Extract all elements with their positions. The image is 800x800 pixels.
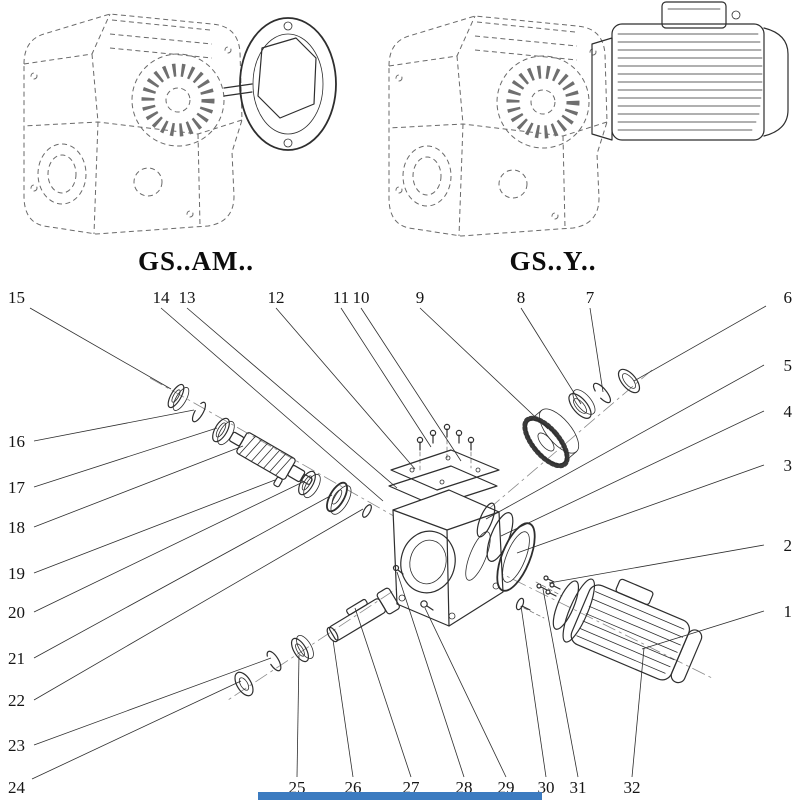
gsy-gearbox-phantom [389,16,607,236]
leader-line-18 [33,445,244,528]
leader-line-17 [33,427,218,488]
callout-number-10: 10 [353,288,370,307]
callout-number-18: 18 [8,518,25,537]
fastener-parts [392,564,563,619]
leader-line-24 [31,680,242,780]
output-shaft [326,587,400,643]
callout-number-21: 21 [8,649,25,668]
leader-line-22 [33,508,364,701]
gear-parts [522,368,641,469]
leader-line-16 [33,409,195,442]
callout-number-14: 14 [153,288,171,307]
leader-line-1 [641,610,765,650]
leader-line-21 [33,494,333,659]
callout-number-24: 24 [8,778,26,797]
callout-number-22: 22 [8,691,25,710]
callout-number-19: 19 [8,564,25,583]
callout-number-5: 5 [784,356,793,375]
leader-line-5 [485,364,765,520]
leader-line-13 [186,307,398,489]
gsy-motor [591,1,789,141]
leader-line-9 [419,307,549,430]
leader-line-15 [29,307,172,390]
callout-number-12: 12 [268,288,285,307]
callout-number-3: 3 [784,456,793,475]
leader-line-32 [631,647,645,778]
leader-line-23 [33,657,272,746]
callout-number-31: 31 [570,778,587,797]
callout-number-2: 2 [784,536,793,555]
gsam-output-flange [223,17,337,151]
callout-number-13: 13 [179,288,196,307]
leader-line-14 [160,307,384,502]
key-pin [273,476,283,488]
flange-rings [476,502,536,592]
leader-line-10 [360,307,462,462]
leader-line-31 [542,588,579,778]
leader-line-7 [589,307,604,393]
leader-line-4 [500,410,765,537]
cover-screws [416,423,475,451]
top-cover-parts [388,423,500,507]
variant-label-right: GS..Y.. [509,246,596,276]
callout-number-4: 4 [784,402,793,421]
callout-number-15: 15 [8,288,25,307]
callout-number-6: 6 [784,288,793,307]
leader-line-28 [396,571,465,778]
motor-terminal-box [661,1,727,29]
callout-number-7: 7 [586,288,595,307]
input-rib-ring [141,63,215,137]
gsam-gearbox-phantom [23,13,243,235]
leader-line-19 [33,479,276,574]
leader-line-3 [516,464,765,554]
worm-shaft-parts [167,383,372,518]
callout-number-8: 8 [517,288,526,307]
bottom-accent-strip [258,792,542,800]
motor-terminal-box-exploded [615,578,654,605]
leader-line-8 [520,307,582,405]
leader-line-25 [296,654,300,778]
leader-line-30 [520,605,547,778]
leader-line-2 [548,544,765,584]
callout-number-32: 32 [624,778,641,797]
output-shaft-parts [234,587,400,697]
callout-number-11: 11 [333,288,349,307]
callout-number-20: 20 [8,603,25,622]
callout-number-1: 1 [784,602,793,621]
callout-number-23: 23 [8,736,25,755]
worm-gear-shaft [228,431,313,485]
leader-line-29 [424,607,507,778]
callout-number-9: 9 [416,288,425,307]
motor-exploded [552,578,703,684]
leader-line-6 [633,305,767,382]
callout-number-16: 16 [8,432,25,451]
variant-label-left: GS..AM.. [138,246,254,276]
callout-number-17: 17 [8,478,26,497]
leader-line-12 [275,307,416,470]
leader-line-20 [33,481,304,613]
leader-line-11 [340,307,432,448]
leader-line-27 [354,607,412,778]
leader-line-26 [332,639,354,778]
gear-housing [392,489,504,627]
